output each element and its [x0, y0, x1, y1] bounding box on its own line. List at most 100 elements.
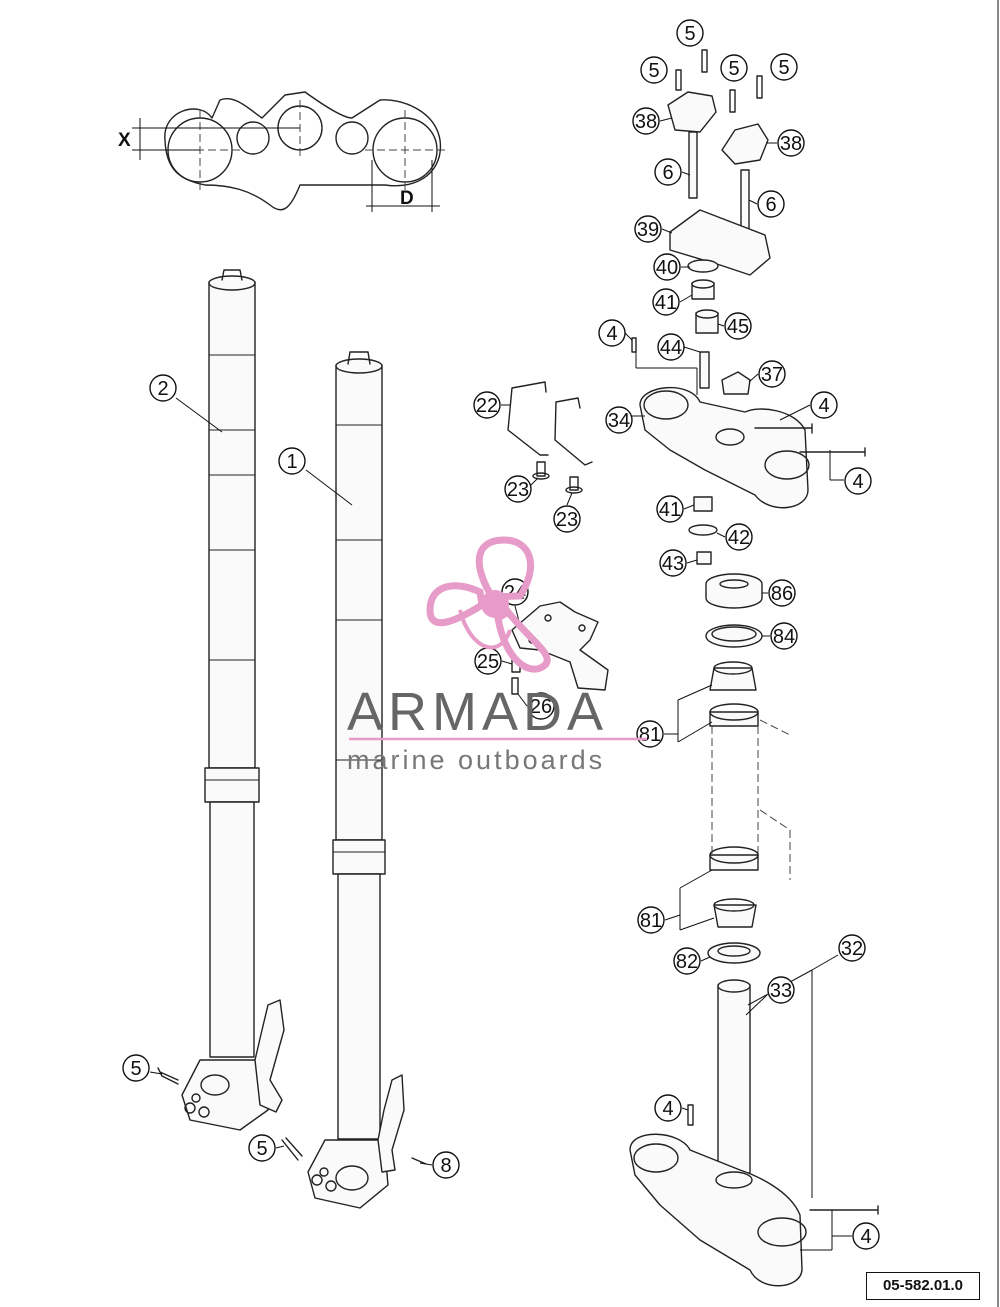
callout-circle: [598, 319, 626, 347]
callout-c5-e: 5: [122, 1054, 150, 1082]
lower-triple-clamp: [629, 979, 879, 1287]
callout-number: 5: [648, 60, 659, 82]
callout-number: 4: [860, 1226, 871, 1248]
callout-number: 86: [771, 583, 793, 605]
callout-c4-a: 4: [598, 319, 626, 347]
callout-number: 39: [637, 219, 659, 241]
propeller-logo: [426, 536, 551, 673]
callout-circle: [777, 129, 805, 157]
dimension-x-label: X: [118, 130, 131, 151]
callout-c1: 1: [278, 447, 306, 475]
callout-circle: [767, 976, 795, 1004]
watermark-brand: ARMADA: [347, 682, 608, 742]
callout-c45: 45: [724, 312, 752, 340]
callout-number: 8: [440, 1155, 451, 1177]
callout-circle: [673, 947, 701, 975]
dimension-d-label: D: [400, 188, 414, 209]
callout-c22: 22: [473, 391, 501, 419]
watermark-tagline: marine outboards: [347, 745, 605, 775]
callout-number: 33: [770, 980, 792, 1002]
callout-number: 5: [728, 58, 739, 80]
callout-c81-b: 81: [637, 906, 665, 934]
callout-number: 4: [852, 471, 863, 493]
callout-circle: [724, 312, 752, 340]
callout-number: 22: [476, 395, 498, 417]
callout-number: 40: [656, 257, 678, 279]
callout-number: 5: [130, 1058, 141, 1080]
callout-number: 41: [655, 292, 677, 314]
callout-circle: [473, 391, 501, 419]
callout-c34: 34: [605, 406, 633, 434]
callout-circle: [770, 53, 798, 81]
callout-number: 4: [606, 323, 617, 345]
callout-circle: [770, 622, 798, 650]
callout-circle: [605, 406, 633, 434]
upper-triple-clamp-assembly: [631, 49, 866, 565]
callout-c40: 40: [653, 253, 681, 281]
steering-bearings: [705, 573, 791, 964]
callout-c6-b: 6: [757, 190, 785, 218]
callout-number: 82: [676, 951, 698, 973]
callout-c86: 86: [768, 579, 796, 607]
fork-leg-left: [157, 269, 285, 1131]
callout-circle: [657, 333, 685, 361]
callout-circle: [653, 253, 681, 281]
callout-c44: 44: [657, 333, 685, 361]
callout-c41-a: 41: [652, 288, 680, 316]
callout-number: 38: [780, 133, 802, 155]
callout-c5-b: 5: [640, 56, 668, 84]
callout-circle: [122, 1054, 150, 1082]
leader-lines: [149, 117, 852, 1251]
callout-c81-a: 81: [636, 720, 664, 748]
callout-number: 44: [660, 337, 682, 359]
callout-c38-a: 38: [632, 107, 660, 135]
callout-circle: [757, 190, 785, 218]
callout-number: 5: [778, 57, 789, 79]
callout-circle: [504, 475, 532, 503]
callout-circle: [432, 1151, 460, 1179]
callout-number: 6: [662, 162, 673, 184]
callout-c32: 32: [838, 934, 866, 962]
callout-circle: [149, 374, 177, 402]
callout-c41-b: 41: [656, 495, 684, 523]
callout-c4-d: 4: [654, 1094, 682, 1122]
callout-number: 23: [556, 509, 578, 531]
drawing-number: 05-582.01.0: [866, 1272, 980, 1300]
callout-circle: [640, 56, 668, 84]
callout-circle: [810, 391, 838, 419]
callout-c33: 33: [767, 976, 795, 1004]
callout-c6-a: 6: [654, 158, 682, 186]
triple-clamp-dimension-detail: X D: [118, 91, 445, 212]
armada-watermark: ARMADA marine outboards: [347, 536, 647, 775]
callout-c42: 42: [725, 523, 753, 551]
callout-c37: 37: [758, 360, 786, 388]
callout-c5-a: 5: [676, 19, 704, 47]
callout-circle: [725, 523, 753, 551]
callout-c23-b: 23: [553, 505, 581, 533]
callout-circle: [278, 447, 306, 475]
headlight-bracket: [511, 601, 609, 695]
callout-c8: 8: [432, 1151, 460, 1179]
callout-circle: [553, 505, 581, 533]
callout-circle: [844, 467, 872, 495]
callout-c5-d: 5: [770, 53, 798, 81]
callout-number: 41: [659, 499, 681, 521]
callout-number: 1: [286, 451, 297, 473]
callout-circle: [720, 54, 748, 82]
callout-circle: [637, 906, 665, 934]
callout-circle: [634, 215, 662, 243]
callout-number: 84: [773, 626, 795, 648]
callout-number: 43: [662, 553, 684, 575]
callout-c23-a: 23: [504, 475, 532, 503]
callout-number: 23: [507, 479, 529, 501]
callout-circle: [632, 107, 660, 135]
callout-number: 26: [530, 696, 552, 718]
callout-c5-f: 5: [248, 1134, 276, 1162]
callout-c82: 82: [673, 947, 701, 975]
callout-number: 2: [157, 378, 168, 400]
callout-number: 4: [818, 395, 829, 417]
callout-number: 45: [727, 316, 749, 338]
callout-circle: [654, 158, 682, 186]
